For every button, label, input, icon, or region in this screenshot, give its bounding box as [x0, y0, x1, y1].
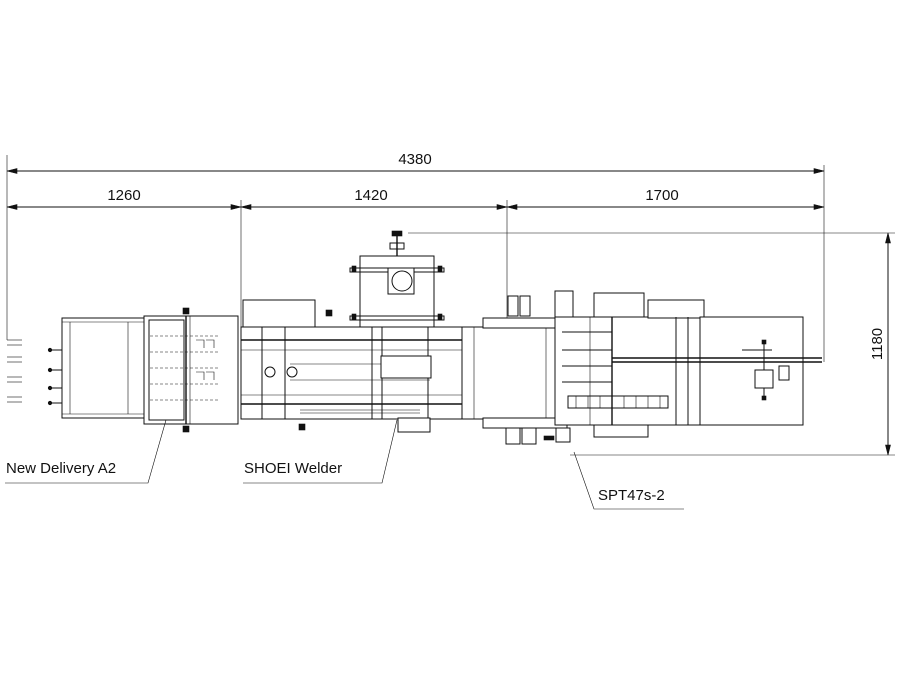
callout-delivery: New Delivery A2 — [5, 419, 167, 484]
dimension-section-3-label: 1700 — [645, 187, 678, 204]
dimension-section-1: 1260 — [6, 187, 242, 210]
callout-welder-label: SHOEI Welder — [244, 460, 342, 477]
callout-delivery-label: New Delivery A2 — [6, 460, 116, 477]
dimension-lines: 4380 1260 1420 1700 — [6, 151, 895, 456]
welder-unit — [240, 230, 464, 433]
callout-machine-label: SPT47s-2 — [598, 487, 665, 504]
dimension-overall: 4380 — [6, 151, 825, 174]
callout-welder: SHOEI Welder — [243, 419, 398, 484]
dimension-section-2: 1420 — [240, 187, 508, 210]
delivery-unit — [7, 307, 239, 433]
callout-machine: SPT47s-2 — [573, 451, 684, 510]
dimension-height: 1180 — [408, 232, 895, 456]
dimension-overall-label: 4380 — [398, 151, 431, 168]
dimension-height-label: 1180 — [869, 328, 886, 360]
spt-unit — [461, 290, 822, 445]
dimension-section-2-label: 1420 — [354, 187, 387, 204]
dimension-section-3: 1700 — [506, 187, 825, 210]
dimension-section-1-label: 1260 — [107, 187, 140, 204]
